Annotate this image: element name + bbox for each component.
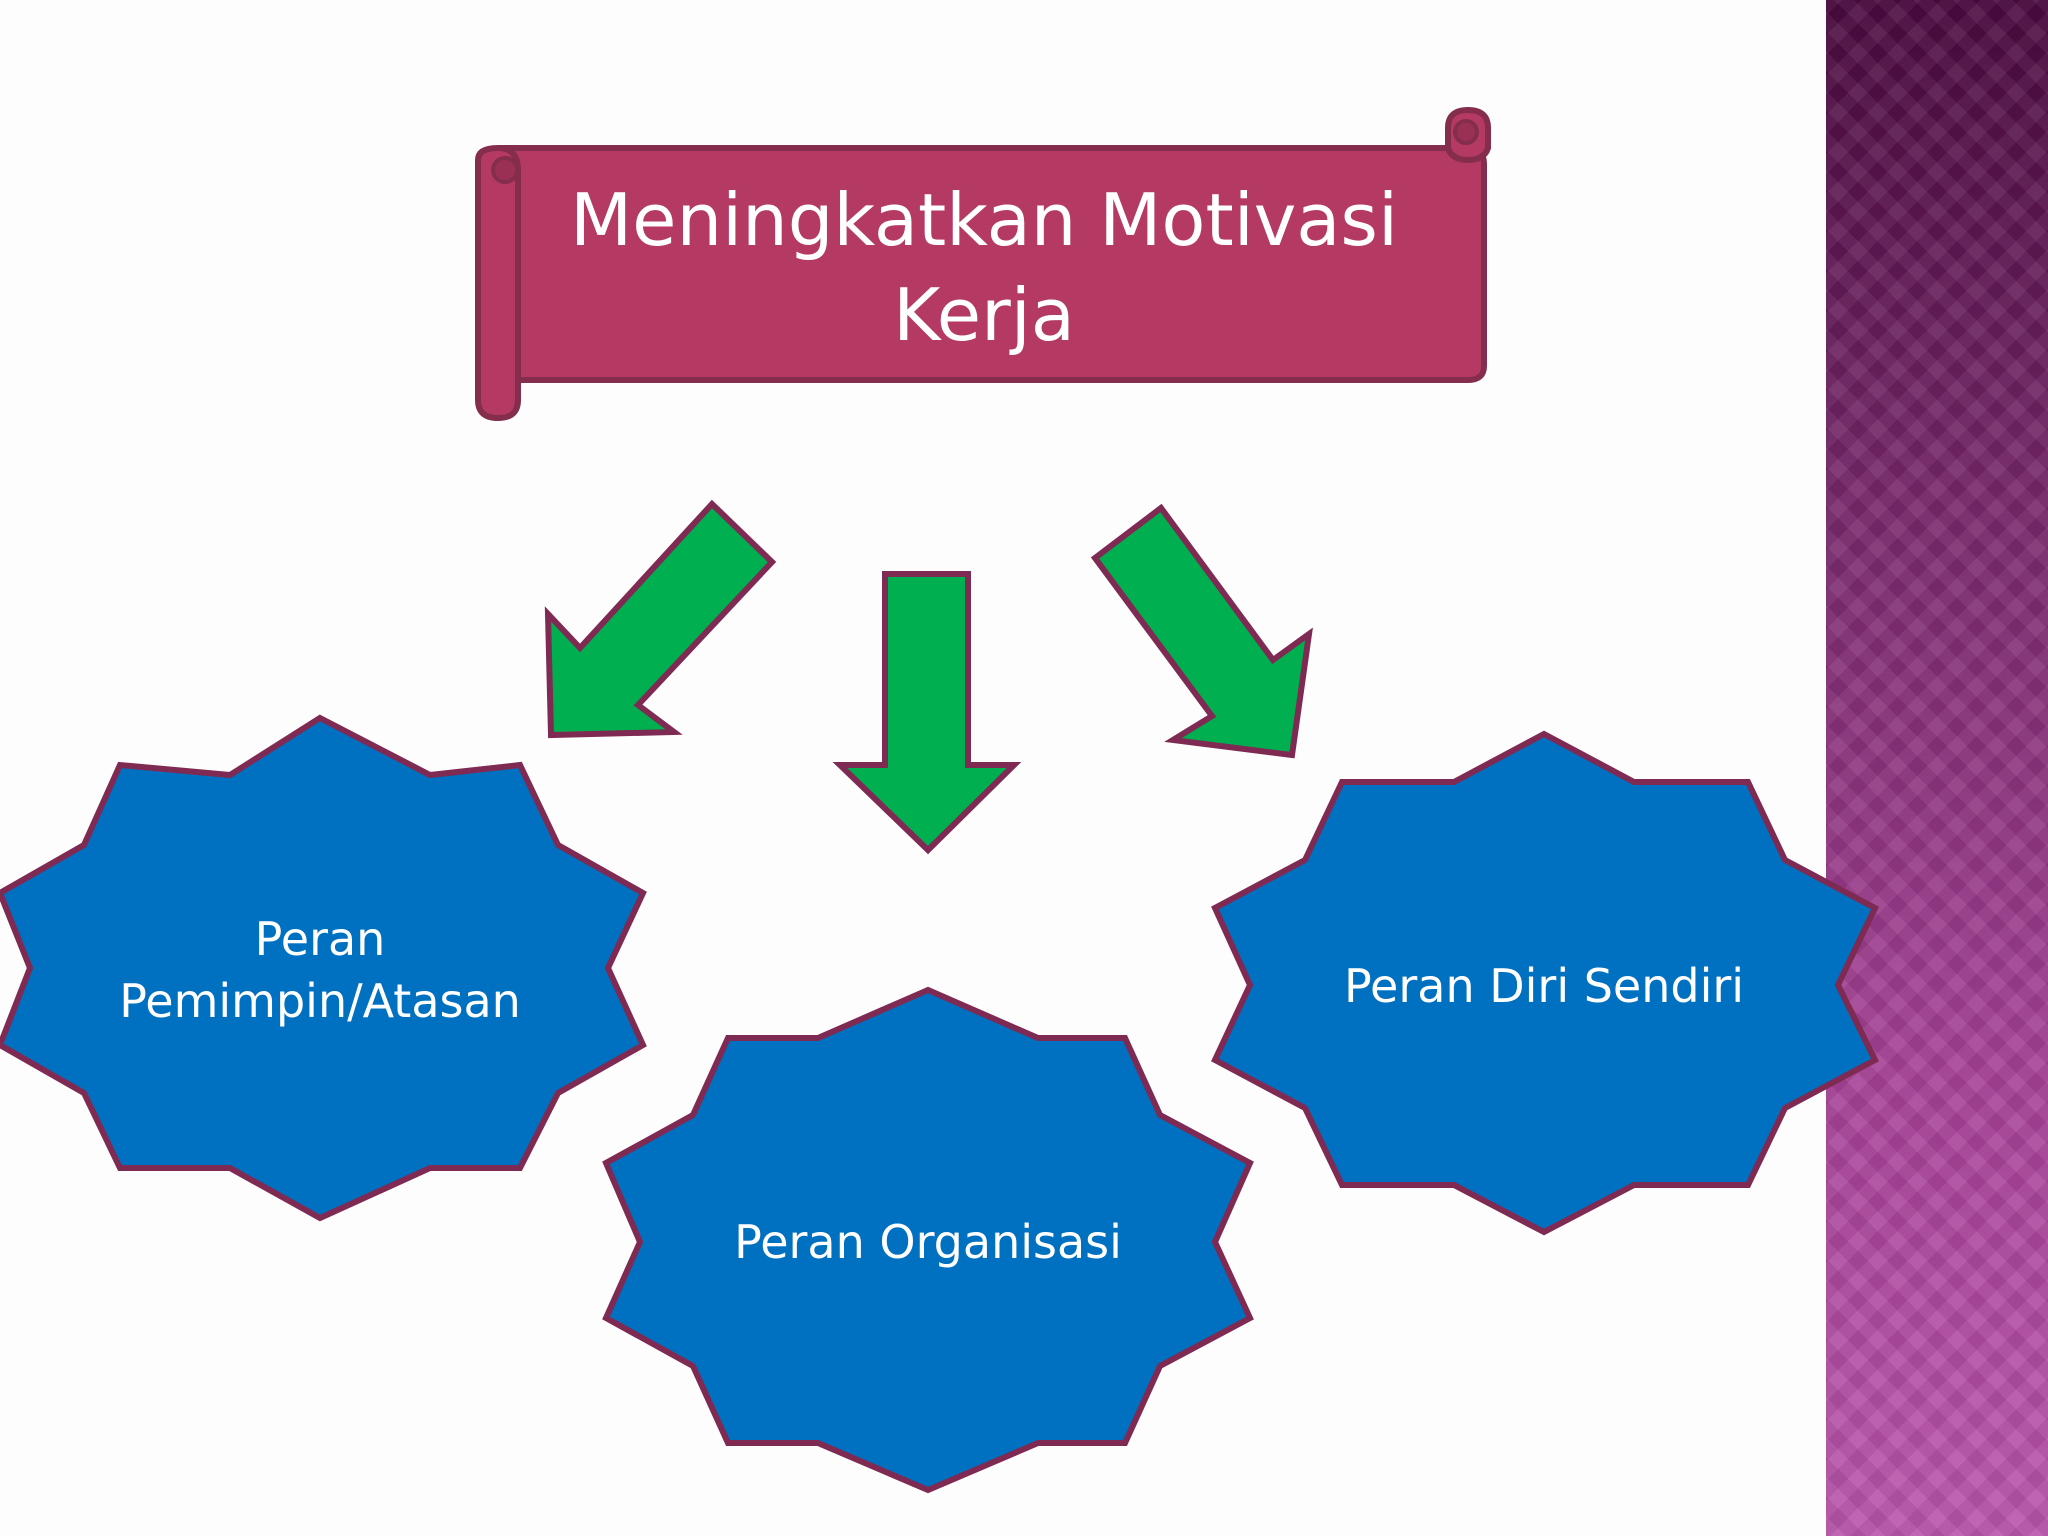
side-decoration-panel — [1826, 0, 2048, 1536]
title-scroll-banner: Meningkatkan Motivasi Kerja — [475, 107, 1491, 421]
arrow-right — [1090, 503, 1313, 759]
arrow-left — [544, 499, 777, 739]
node-leader-label-line1: Peran — [255, 912, 386, 966]
banner-title-line1: Meningkatkan Motivasi — [570, 178, 1398, 262]
banner-title-line2: Kerja — [893, 273, 1075, 357]
node-self-label: Peran Diri Sendiri — [1344, 959, 1744, 1013]
node-self: Peran Diri Sendiri — [1211, 730, 1879, 1236]
node-leader: Peran Pemimpin/Atasan — [0, 714, 647, 1222]
node-leader-label-line2: Pemimpin/Atasan — [119, 974, 521, 1028]
node-organization-label: Peran Organisasi — [734, 1215, 1122, 1269]
node-organization: Peran Organisasi — [602, 986, 1254, 1494]
arrow-center — [832, 571, 1022, 855]
